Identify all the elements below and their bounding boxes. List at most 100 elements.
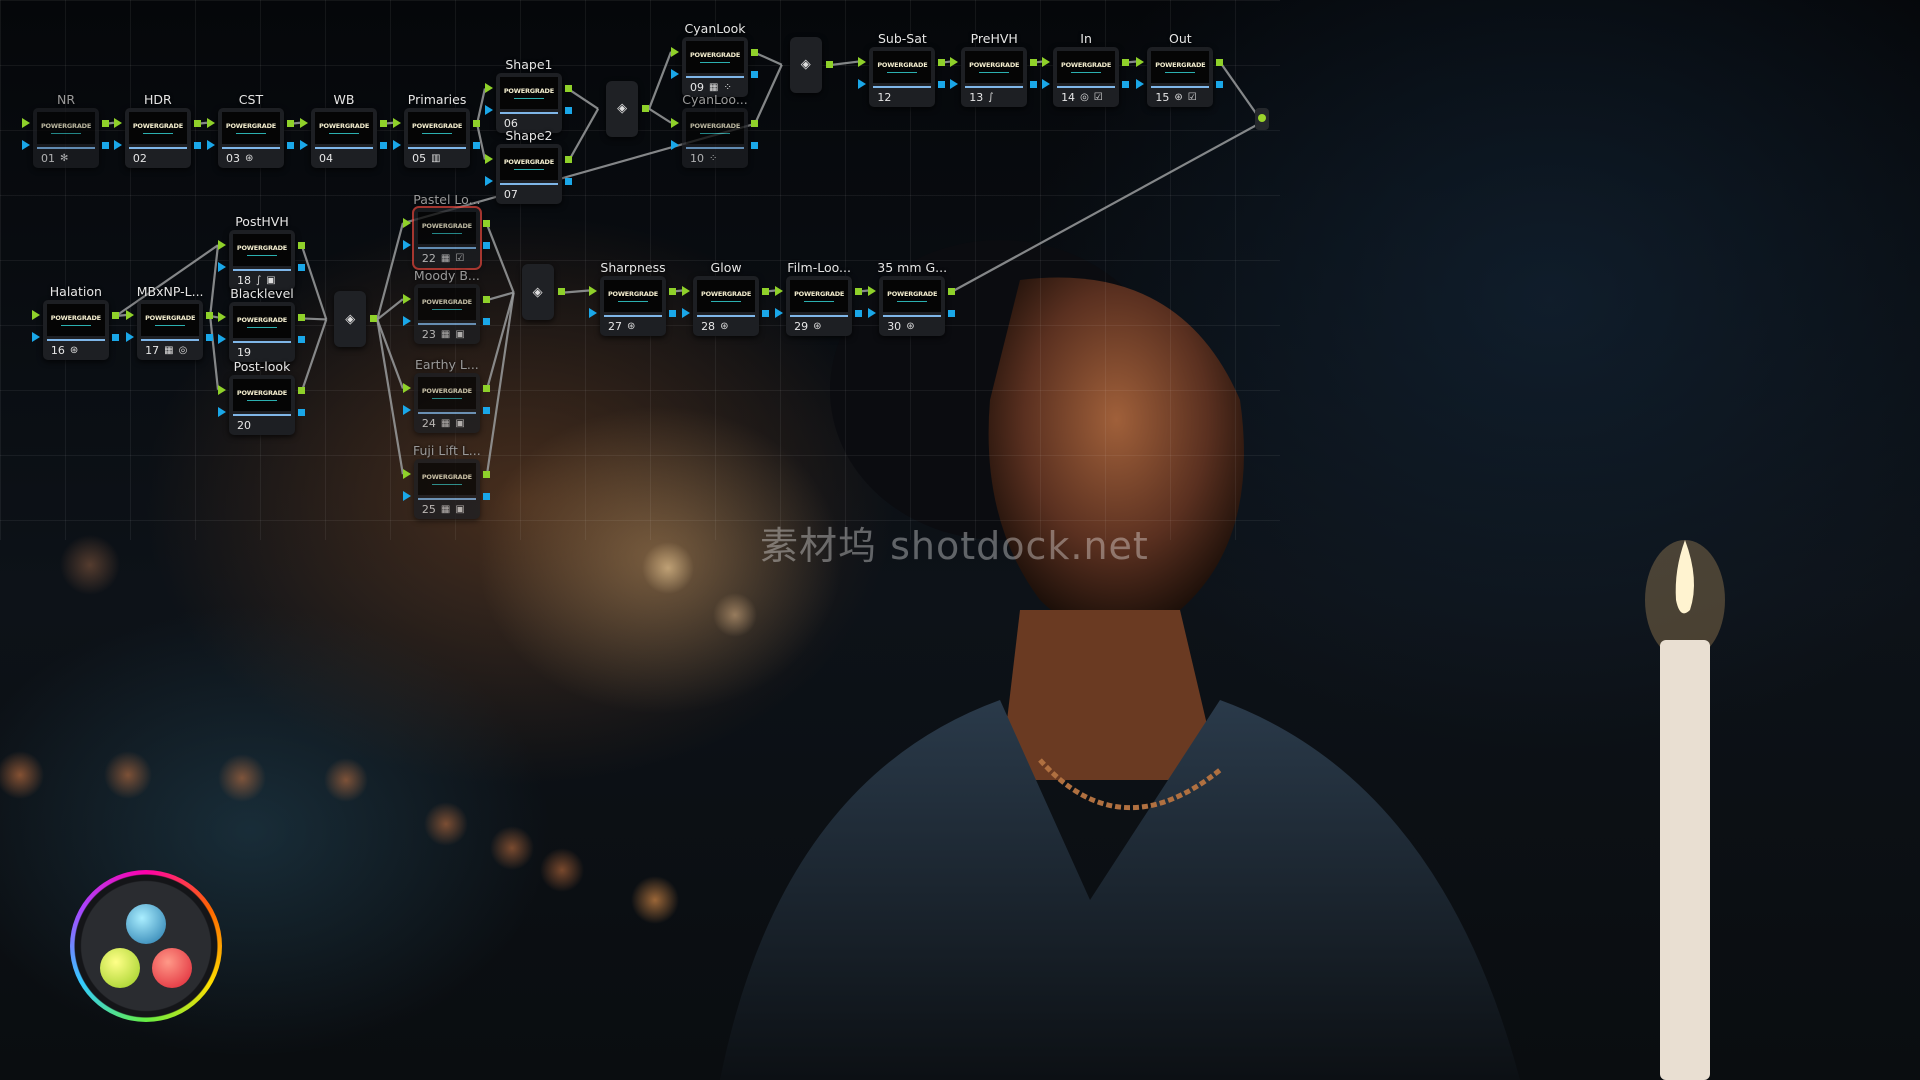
alpha-input-pin[interactable] bbox=[671, 139, 680, 150]
rgb-input-pin[interactable] bbox=[682, 285, 691, 296]
rgb-output-pin[interactable] bbox=[1030, 58, 1038, 66]
alpha-input-pin[interactable] bbox=[217, 262, 226, 273]
rgb-input-pin[interactable] bbox=[402, 469, 411, 480]
alpha-output-pin[interactable] bbox=[751, 141, 759, 149]
alpha-input-pin[interactable] bbox=[1042, 78, 1051, 89]
node-label[interactable]: Glow bbox=[710, 259, 742, 275]
alpha-output-pin[interactable] bbox=[564, 178, 572, 186]
rgb-output-pin[interactable] bbox=[1216, 58, 1224, 66]
node-label[interactable]: Shape2 bbox=[505, 128, 553, 144]
rgb-input-pin[interactable] bbox=[217, 384, 226, 395]
alpha-input-pin[interactable] bbox=[217, 406, 226, 417]
rgb-input-pin[interactable] bbox=[484, 154, 493, 165]
node-label[interactable]: Out bbox=[1169, 30, 1192, 46]
alpha-output-pin[interactable] bbox=[1216, 80, 1224, 88]
alpha-input-pin[interactable] bbox=[402, 405, 411, 416]
rgb-input-pin[interactable] bbox=[950, 56, 959, 67]
node-label[interactable]: Post-look bbox=[233, 358, 291, 374]
alpha-input-pin[interactable] bbox=[402, 491, 411, 502]
alpha-output-pin[interactable] bbox=[751, 70, 759, 78]
rgb-input-pin[interactable] bbox=[22, 117, 31, 128]
rgb-output-pin[interactable] bbox=[751, 119, 759, 127]
rgb-output-pin[interactable] bbox=[111, 312, 119, 319]
rgb-input-pin[interactable] bbox=[300, 117, 309, 128]
node-label[interactable]: In bbox=[1080, 30, 1092, 46]
rgb-output-pin[interactable] bbox=[482, 220, 490, 228]
rgb-output-pin[interactable] bbox=[297, 242, 305, 250]
alpha-output-pin[interactable] bbox=[297, 264, 305, 272]
node-label[interactable]: CyanLook bbox=[684, 20, 746, 36]
rgb-output-pin[interactable] bbox=[948, 287, 956, 295]
alpha-output-pin[interactable] bbox=[762, 309, 770, 317]
rgb-output-pin[interactable] bbox=[286, 119, 294, 127]
alpha-input-pin[interactable] bbox=[22, 139, 31, 150]
node-label[interactable]: PreHVH bbox=[970, 30, 1018, 46]
rgb-input-pin[interactable] bbox=[589, 285, 597, 296]
alpha-input-pin[interactable] bbox=[682, 307, 691, 318]
rgb-output-pin[interactable] bbox=[564, 156, 572, 164]
alpha-output-pin[interactable] bbox=[938, 80, 946, 88]
alpha-input-pin[interactable] bbox=[31, 332, 40, 342]
layer-mixer-4[interactable]: ◈ bbox=[521, 264, 554, 321]
rgb-output-pin[interactable] bbox=[102, 119, 110, 127]
rgb-input-pin[interactable] bbox=[31, 310, 40, 320]
alpha-input-pin[interactable] bbox=[300, 139, 309, 150]
rgb-input-pin[interactable] bbox=[113, 117, 122, 128]
rgb-output-pin[interactable] bbox=[482, 296, 490, 304]
node-label[interactable]: MBxNP-L... bbox=[136, 284, 204, 299]
alpha-output-pin[interactable] bbox=[380, 141, 388, 149]
rgb-output-pin[interactable] bbox=[206, 312, 214, 319]
rgb-input-pin[interactable] bbox=[402, 294, 411, 305]
node-label[interactable]: Blacklevel bbox=[230, 286, 294, 302]
node-label[interactable]: Moody B... bbox=[413, 268, 480, 284]
alpha-input-pin[interactable] bbox=[589, 307, 597, 318]
node-label[interactable]: HDR bbox=[144, 91, 172, 107]
alpha-input-pin[interactable] bbox=[671, 68, 680, 79]
node-label[interactable]: PostHVH bbox=[235, 214, 289, 230]
mixer-output-pin[interactable] bbox=[825, 60, 833, 68]
mixer-output-pin[interactable] bbox=[642, 104, 650, 112]
rgb-output-pin[interactable] bbox=[297, 386, 305, 394]
alpha-output-pin[interactable] bbox=[482, 407, 490, 415]
mixer-output-pin[interactable] bbox=[557, 288, 565, 296]
rgb-output-pin[interactable] bbox=[669, 287, 676, 295]
rgb-output-pin[interactable] bbox=[193, 119, 201, 127]
rgb-output-pin[interactable] bbox=[482, 471, 490, 479]
alpha-output-pin[interactable] bbox=[482, 493, 490, 501]
node-label[interactable]: Fuji Lift L... bbox=[413, 443, 481, 459]
alpha-output-pin[interactable] bbox=[297, 336, 305, 344]
node-label[interactable]: WB bbox=[333, 91, 355, 107]
alpha-input-pin[interactable] bbox=[775, 307, 784, 318]
rgb-input-pin[interactable] bbox=[217, 240, 226, 251]
rgb-output-pin[interactable] bbox=[751, 48, 759, 56]
rgb-input-pin[interactable] bbox=[671, 117, 680, 128]
node-label[interactable]: Earthy L... bbox=[414, 357, 479, 373]
node-label[interactable]: CST bbox=[238, 91, 264, 107]
node-label[interactable]: Primaries bbox=[407, 91, 467, 107]
alpha-output-pin[interactable] bbox=[111, 334, 119, 341]
rgb-input-pin[interactable] bbox=[217, 312, 226, 323]
rgb-output-pin[interactable] bbox=[380, 119, 388, 127]
layer-mixer-3[interactable]: ◈ bbox=[334, 291, 367, 348]
rgb-input-pin[interactable] bbox=[775, 285, 784, 296]
